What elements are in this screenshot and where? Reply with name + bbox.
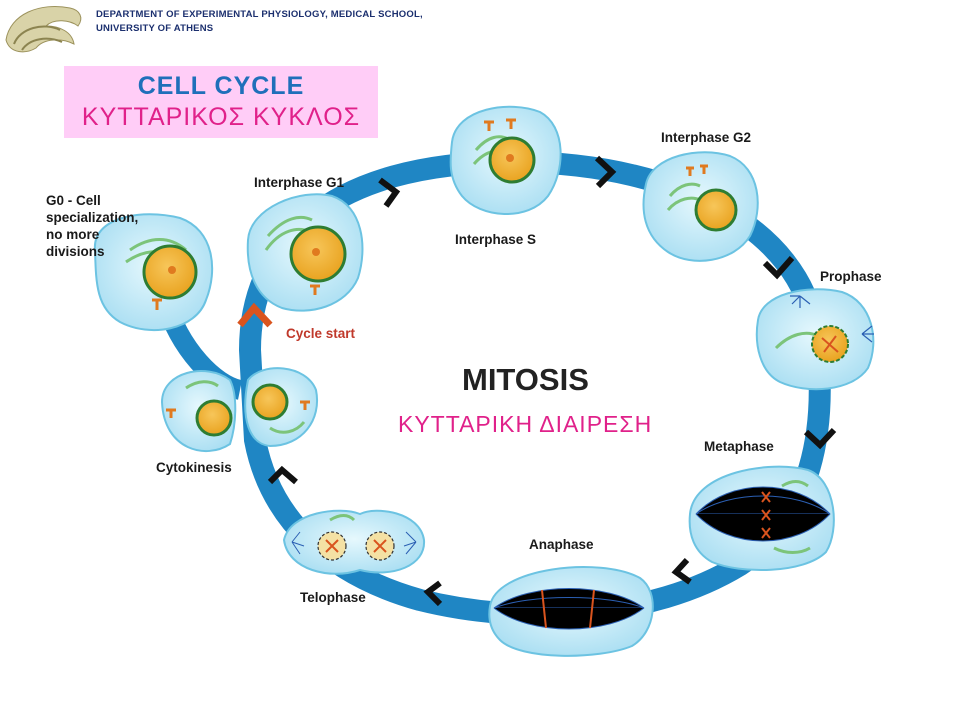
cell-prophase bbox=[755, 288, 875, 391]
cell-anaphase bbox=[488, 566, 654, 657]
label-g0-line-3: no more bbox=[46, 227, 100, 242]
university-logo bbox=[5, 6, 82, 53]
cell-g1 bbox=[246, 193, 364, 312]
arrow-icon bbox=[803, 427, 837, 450]
label-g2: Interphase G2 bbox=[661, 130, 752, 145]
label-g0: G0 - Cell specialization, no more divisi… bbox=[46, 192, 138, 260]
mitosis-title: MITOSIS bbox=[462, 362, 589, 397]
label-anaphase: Anaphase bbox=[529, 537, 594, 552]
department-line-2: UNIVERSITY OF ATHENS bbox=[96, 23, 214, 34]
arrow-icon bbox=[762, 256, 795, 280]
department-line-1: DEPARTMENT OF EXPERIMENTAL PHYSIOLOGY, M… bbox=[96, 9, 423, 20]
label-g0-line-4: divisions bbox=[46, 244, 105, 259]
label-s: Interphase S bbox=[455, 232, 537, 247]
label-g0-line-2: specialization, bbox=[46, 210, 139, 225]
mitosis-greek-title: ΚΥΤΤΑΡΙΚΗ ΔΙΑΙΡΕΣΗ bbox=[398, 411, 653, 437]
cell-g2 bbox=[642, 151, 759, 262]
label-prophase: Prophase bbox=[820, 269, 882, 284]
title-box: CELL CYCLE ΚΥΤΤΑΡΙΚΟΣ ΚΥΚΛΟΣ bbox=[64, 66, 378, 138]
arrow-icon bbox=[378, 177, 401, 208]
arrow-icon bbox=[594, 155, 617, 189]
label-telophase: Telophase bbox=[300, 590, 366, 605]
cell-s bbox=[449, 105, 562, 215]
label-cycle-start: Cycle start bbox=[286, 326, 356, 341]
department-header: DEPARTMENT OF EXPERIMENTAL PHYSIOLOGY, M… bbox=[96, 8, 423, 36]
arrow-icon bbox=[423, 580, 443, 607]
arrow-icon bbox=[267, 465, 298, 485]
cell-telophase bbox=[282, 509, 426, 575]
cell-cytokinesis bbox=[160, 367, 319, 453]
title-greek: ΚΥΤΤΑΡΙΚΟΣ ΚΥΚΛΟΣ bbox=[81, 103, 361, 131]
label-metaphase: Metaphase bbox=[704, 439, 774, 454]
title-english: CELL CYCLE bbox=[137, 72, 305, 100]
cell-metaphase bbox=[688, 465, 835, 572]
arrow-icon bbox=[671, 557, 692, 585]
cell-g0 bbox=[93, 213, 214, 332]
label-g0-line-1: G0 - Cell bbox=[46, 193, 101, 208]
label-g1: Interphase G1 bbox=[254, 175, 345, 190]
cycle-start-arrow-icon bbox=[237, 302, 273, 328]
label-cytokinesis: Cytokinesis bbox=[156, 460, 232, 475]
cycle-arrows bbox=[267, 155, 837, 607]
